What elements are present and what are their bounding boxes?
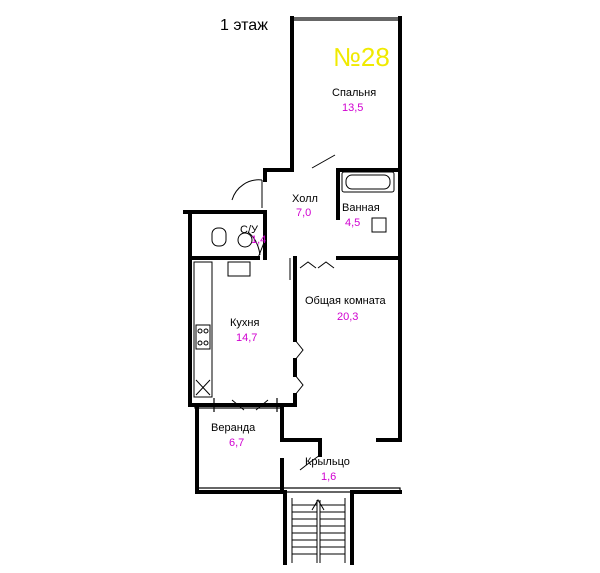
room-name-living: Общая комната: [305, 295, 386, 307]
kitchen-sink-icon: [227, 261, 251, 277]
room-name-porch: Крыльцо: [305, 456, 350, 468]
walls: [183, 16, 402, 565]
toilet-icon: [211, 227, 227, 247]
sink-icon: [371, 217, 387, 233]
room-area-living: 20,3: [337, 311, 359, 323]
stairs: [291, 498, 346, 563]
room-name-veranda: Веранда: [211, 422, 256, 434]
stove-icon: [195, 324, 211, 350]
room-name-hall: Холл: [292, 193, 318, 205]
kitchen-counter: [193, 261, 213, 398]
doors: [231, 154, 336, 471]
unit-number: №28: [333, 42, 390, 72]
room-area-bathroom: 4,5: [345, 217, 361, 229]
room-area-wc: 1,4: [251, 234, 267, 246]
room-name-kitchen: Кухня: [230, 317, 260, 329]
floor-label: 1 этаж: [220, 17, 268, 34]
fixtures: [193, 171, 395, 398]
wc-sink-icon: [237, 232, 253, 248]
room-area-kitchen: 14,7: [236, 332, 258, 344]
room-area-bedroom: 13,5: [342, 102, 364, 114]
room-area-porch: 1,6: [321, 471, 337, 483]
room-name-bathroom: Ванная: [342, 202, 380, 214]
room-area-veranda: 6,7: [229, 437, 245, 449]
room-name-wc: С/У: [240, 224, 258, 236]
room-name-bedroom: Спальня: [332, 87, 377, 99]
bathtub-icon: [341, 171, 395, 193]
room-area-hall: 7,0: [296, 207, 312, 219]
